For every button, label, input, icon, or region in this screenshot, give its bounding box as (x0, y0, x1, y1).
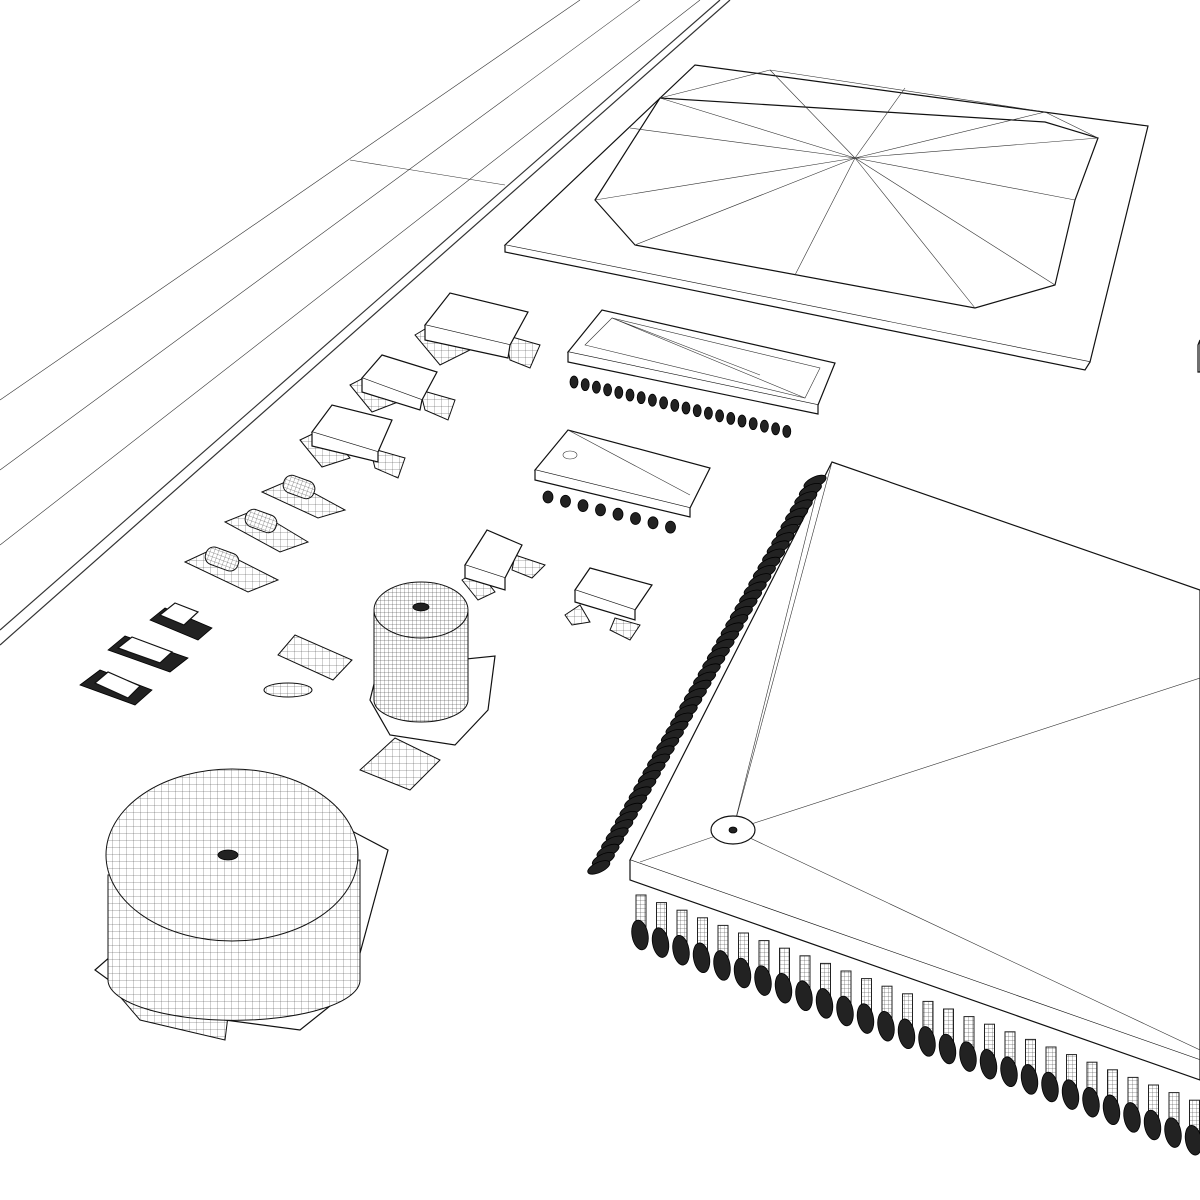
sot-package (414, 292, 541, 369)
pin (1000, 1056, 1018, 1088)
pin (647, 516, 659, 530)
pin (659, 396, 668, 410)
pin (733, 957, 752, 989)
pin (726, 411, 736, 425)
pin (782, 424, 792, 438)
smd-resistor (79, 669, 153, 706)
pin (959, 1041, 977, 1072)
pin (918, 1026, 936, 1057)
pin (595, 503, 606, 517)
pin (715, 409, 724, 423)
pin (795, 980, 813, 1012)
pin (771, 422, 780, 436)
smd-resistors (79, 602, 213, 706)
sot-package (349, 354, 456, 421)
electrolytic-capacitor-large (94, 768, 389, 1041)
pin (836, 995, 854, 1027)
pin (577, 499, 589, 513)
pin (587, 860, 611, 875)
soic-8-pins (542, 490, 676, 534)
pin (631, 919, 649, 951)
pin (979, 1048, 998, 1080)
pin (748, 417, 758, 431)
pin (1061, 1079, 1080, 1110)
soic-8 (533, 429, 711, 534)
pin (760, 419, 769, 433)
pin (1102, 1094, 1121, 1126)
pin (1184, 1124, 1200, 1156)
pin (856, 1003, 875, 1034)
pin (692, 404, 702, 418)
pin (630, 512, 641, 525)
pin (592, 380, 601, 394)
electrolytic-capacitor-small (359, 581, 496, 791)
pin (1041, 1071, 1059, 1103)
pin (692, 942, 711, 974)
pcb-strip (0, 0, 731, 646)
pin (670, 398, 680, 412)
pin (897, 1018, 916, 1050)
sot-package (299, 404, 406, 479)
pin (614, 385, 624, 399)
sot-package (461, 529, 546, 601)
pin (665, 520, 676, 534)
pin (774, 972, 793, 1004)
pin (877, 1010, 895, 1042)
pin (672, 934, 690, 966)
qfp-bottom-pins (631, 894, 1200, 1156)
soic-20-pins (569, 375, 792, 438)
pin (938, 1033, 957, 1065)
pin (569, 375, 579, 389)
pin (713, 950, 731, 981)
sot-package (564, 567, 653, 641)
pin (612, 507, 624, 521)
pin (648, 393, 657, 407)
sot-packages (299, 292, 653, 641)
pin (580, 378, 590, 392)
pin (560, 494, 571, 508)
qfp-chip-large (587, 461, 1200, 1156)
pin (1164, 1117, 1182, 1148)
pin (815, 988, 834, 1019)
smd-resistor (149, 602, 213, 641)
smd-diode (260, 474, 347, 519)
pin (1082, 1086, 1100, 1118)
qfp-left-pins (587, 474, 827, 875)
pin (603, 383, 612, 397)
pin (737, 414, 747, 428)
smd-resistor (107, 635, 189, 673)
pin (704, 406, 713, 420)
soic-20 (566, 309, 836, 438)
pin (1020, 1064, 1039, 1095)
pin (636, 391, 646, 405)
pin (681, 401, 691, 415)
pin (651, 927, 670, 958)
smd-diode (183, 546, 280, 593)
pin (754, 965, 772, 996)
qfp-chip-small (503, 64, 1149, 371)
smd-diodes (183, 474, 347, 593)
pin (1123, 1102, 1141, 1133)
pad-footprints (263, 634, 353, 698)
pin (542, 490, 554, 504)
smd-diode (223, 508, 310, 553)
pin (625, 388, 635, 402)
pin (1143, 1109, 1162, 1141)
